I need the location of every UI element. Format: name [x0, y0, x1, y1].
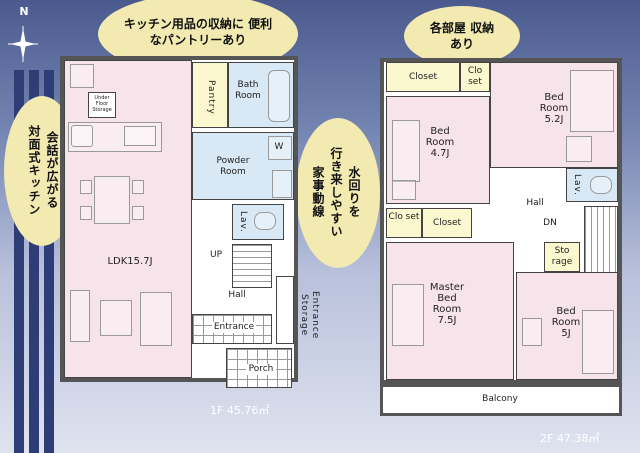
- room-bath-label: Bath Room: [235, 80, 261, 101]
- dining-chair: [132, 180, 144, 194]
- callout-bubble-each-room: [404, 6, 520, 66]
- room-entrance: [192, 314, 272, 344]
- staircase-2f: [584, 206, 618, 276]
- room-master-bed: [386, 242, 514, 380]
- tv-stand: [140, 292, 172, 346]
- staircase: [232, 244, 272, 288]
- callout-water-col2: 行き来しやすい: [329, 146, 343, 238]
- dining-table: [94, 176, 130, 224]
- room-bed-5-2: [490, 62, 618, 168]
- stairs-dn-label: DN: [543, 218, 557, 228]
- stripe: [29, 70, 39, 453]
- callout-kitchen-col2: 対面式キッチン: [27, 124, 41, 216]
- dining-chair: [80, 206, 92, 220]
- room-hall-label: Hall: [228, 290, 246, 300]
- kitchen-counter: [68, 122, 162, 152]
- bed: [392, 284, 424, 346]
- washing-machine: [268, 136, 292, 160]
- balcony: [380, 384, 622, 416]
- compass-icon: [8, 26, 38, 62]
- callout-water-col1: 水回りを: [347, 166, 361, 218]
- desk: [522, 318, 542, 346]
- room-storage: [544, 242, 580, 272]
- dining-chair: [80, 180, 92, 194]
- floor1-area-label: 1F 45.76㎡: [210, 404, 270, 417]
- room-lav-2f: [566, 168, 618, 202]
- closet-top-small: [460, 62, 490, 92]
- balcony-label: Balcony: [482, 394, 518, 404]
- closet-top: [386, 62, 460, 92]
- kitchen-stove: [71, 125, 93, 147]
- callout-kitchen-col1: 会話が広がる: [45, 131, 59, 209]
- desk: [392, 180, 416, 200]
- callout-pantry-text: キッチン用品の収納に 便利なパントリーあり: [123, 17, 273, 47]
- compass-letter: N: [19, 5, 29, 18]
- stripe: [14, 70, 24, 453]
- stripe: [44, 70, 54, 453]
- closet-mid: [422, 208, 472, 238]
- room-bed-5-2-label: Bed Room 5.2J: [539, 92, 569, 125]
- sofa: [70, 290, 90, 342]
- stairs-up-label: UP: [209, 250, 222, 260]
- coffee-table: [100, 300, 132, 336]
- closet-mid-label: Closet: [432, 218, 462, 228]
- callout-water-col3: 家事動線: [311, 166, 325, 218]
- room-porch-label: Porch: [246, 364, 276, 375]
- callout-each-room-text: 各部屋 収納あり: [429, 21, 495, 51]
- room-bed-4-7: [386, 96, 490, 204]
- room-master-bed-label: Master Bed Room 7.5J: [429, 282, 465, 326]
- room-pantry-label: Pantry: [206, 79, 216, 115]
- fridge: [70, 64, 94, 88]
- room-powder: [192, 132, 294, 200]
- closet-mid-small-label: Clo set: [388, 212, 420, 222]
- room-bed-4-7-label: Bed Room 4.7J: [425, 126, 455, 159]
- room-lav-label: Lav.: [238, 210, 248, 234]
- closet-mid-small: [386, 208, 422, 238]
- washer-label: W: [274, 142, 284, 152]
- bathtub: [268, 70, 290, 122]
- room-storage-label: Sto rage: [551, 246, 573, 267]
- closet-top-label: Closet: [408, 72, 438, 82]
- entrance-storage: [276, 276, 294, 344]
- room-pantry: [192, 62, 228, 128]
- entrance-storage-label: Entrance Storage: [299, 290, 320, 340]
- vanity: [272, 170, 292, 198]
- floor2-area-label: 2F 47.38㎡: [540, 432, 600, 445]
- bed: [570, 70, 614, 132]
- closet-top-small-label: Clo set: [467, 66, 483, 87]
- bed: [582, 310, 614, 374]
- room-bed-5-label: Bed Room 5J: [551, 306, 581, 339]
- underfloor-storage-label: Under Floor Storage: [92, 95, 112, 113]
- bed: [392, 120, 420, 182]
- room-entrance-label: Entrance: [212, 322, 256, 333]
- room-powder-label: Powder Room: [216, 156, 250, 177]
- room-ldk-label: LDK15.7J: [107, 256, 153, 267]
- room-bed-5: [516, 272, 618, 380]
- underfloor-storage: [88, 92, 116, 118]
- room-lav-2f-label: Lav.: [572, 173, 582, 197]
- room-bath: [228, 62, 294, 128]
- kitchen-sink: [124, 126, 156, 146]
- callout-bubble-water: [296, 118, 380, 268]
- toilet: [254, 212, 276, 230]
- toilet: [590, 176, 612, 194]
- desk: [566, 136, 592, 162]
- dining-chair: [132, 206, 144, 220]
- room-hall-2f-label: Hall: [526, 198, 544, 208]
